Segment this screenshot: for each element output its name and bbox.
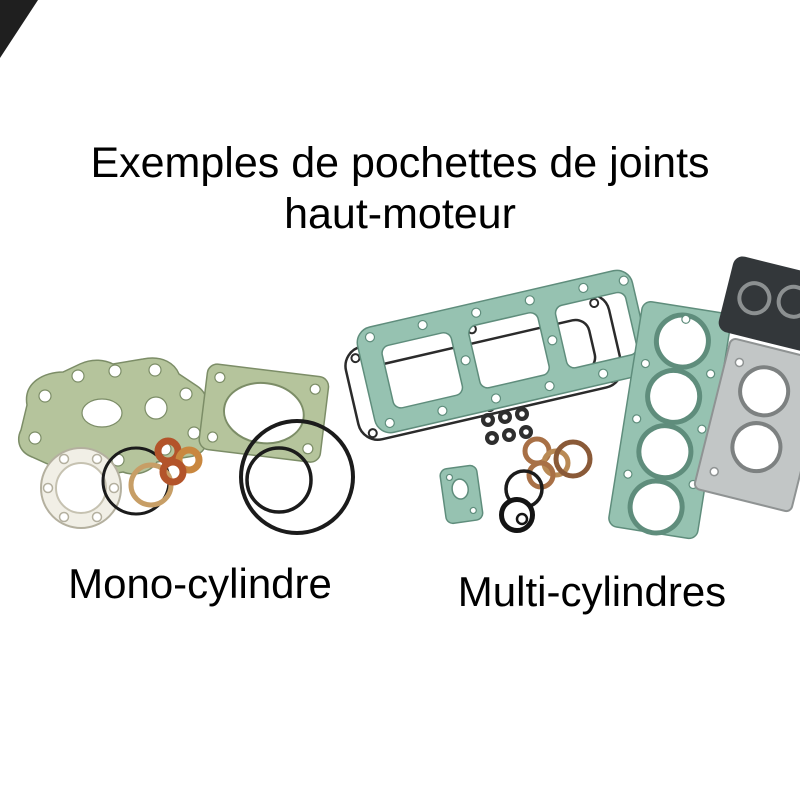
metal-head-gasket [693,256,800,513]
large-o-rings [239,419,355,535]
copper-washers [154,437,203,486]
copper-washers [522,436,593,490]
oil-seal [499,497,535,533]
corner-fold-mark [0,0,38,58]
image-title: Exemples de pochettes de joints haut-mot… [0,138,800,239]
mono-cylinder-kit-illustration [18,357,355,535]
mono-cylinder-label: Mono-cylindre [68,560,332,607]
multi-cylinder-label: Multi-cylindres [457,568,727,615]
round-cover-gasket [40,447,122,529]
title-line-2: haut-moteur [284,189,516,238]
small-gasket-plate [439,464,484,525]
multi-cylinder-kit-illustration [344,256,800,540]
title-line-1: Exemples de pochettes de joints [90,139,710,187]
cylinder-base-gasket [198,363,330,463]
valve-stem-seals [481,407,533,445]
